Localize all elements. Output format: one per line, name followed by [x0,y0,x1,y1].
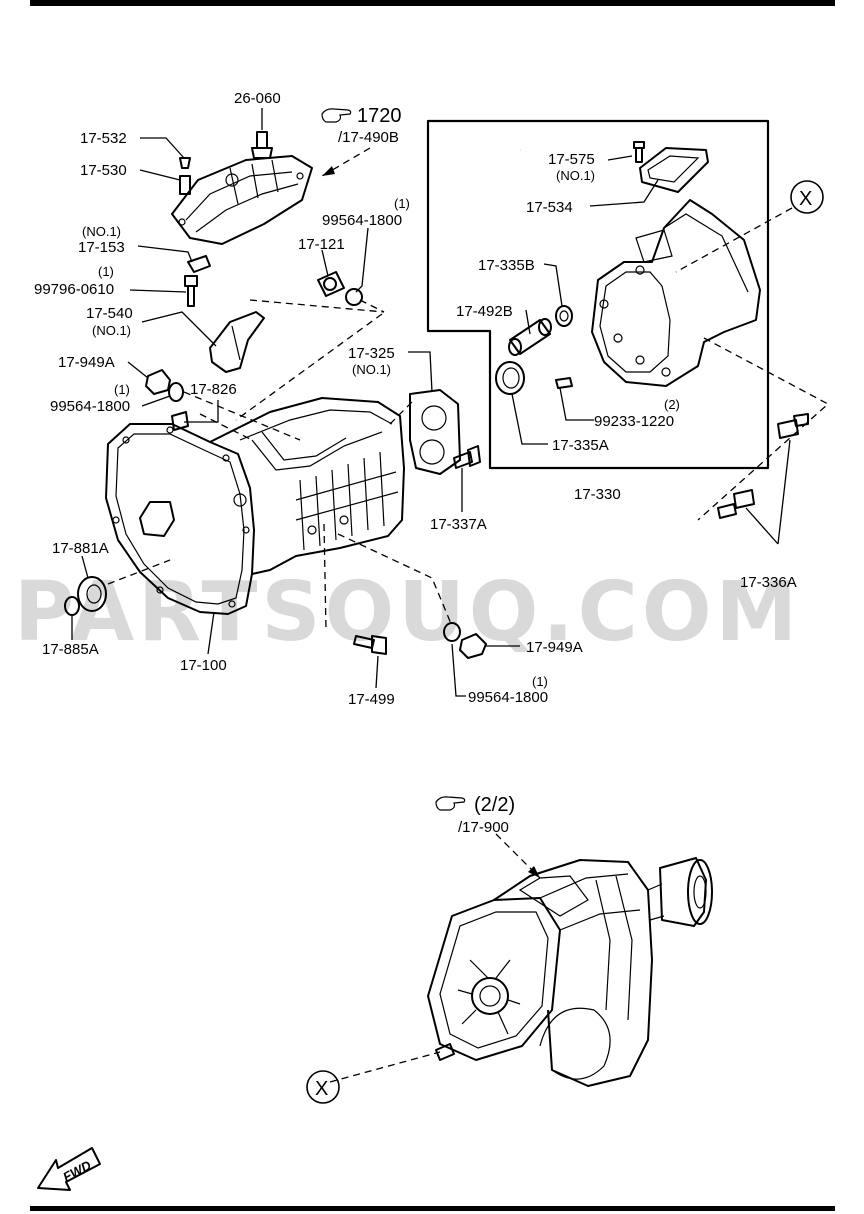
label-17-121: 17-121 [298,236,345,253]
x-marker-bottom: X [306,1070,340,1104]
label-17-335b: 17-335B [478,257,535,274]
transmission-case-17-100 [105,397,405,615]
label-26-060: 26-060 [234,90,281,107]
label-qty-2: (2) [664,397,680,412]
part-labels: 26-060 17-532 17-530 (NO.1) 17-153 (1) 9… [34,90,797,708]
watermark: PARTSOUQ.COM [14,565,801,660]
top-rule [30,0,835,6]
subassembly-box [426,119,770,470]
part-17-336a-upper [777,413,809,439]
label-no1-c: (NO.1) [352,362,391,377]
label-17-949a-lower: 17-949A [526,639,583,656]
label-17-492b: 17-492B [456,303,513,320]
part-17-337a [453,445,481,469]
extension-housing-17-330 [591,199,761,387]
label-17-325: 17-325 [348,345,395,362]
part-17-153 [187,255,211,273]
label-17-153: 17-153 [78,239,125,256]
part-17-949a-upper [145,369,171,395]
gasket-17-325 [409,389,461,475]
label-17-530: 17-530 [80,162,127,179]
label-17-100: 17-100 [180,657,227,674]
part-17-534 [639,147,709,193]
part-17-881a [77,576,107,612]
part-17-575 [633,141,645,163]
part-17-532 [179,157,191,169]
part-17-885a [64,596,80,616]
label-99796-0610: 99796-0610 [34,281,114,298]
ref-arrow-leader [321,147,371,177]
ref-code-2-2: (2/2) [474,794,515,816]
bottom-reference[interactable]: (2/2) /17-900 [435,794,515,836]
svg-text:FWD: FWD [60,1157,94,1184]
part-99796-0610 [184,275,198,307]
label-17-337a: 17-337A [430,516,487,533]
part-17-336a-lower [717,489,755,519]
label-qty-1-d: (1) [532,674,548,689]
part-17-492b [508,318,552,356]
x-marker-top: X [790,180,824,214]
svg-text:X: X [315,1078,328,1100]
washer-99564-bottom [443,622,461,642]
label-17-540: 17-540 [86,305,133,322]
label-no1-d: (NO.1) [556,168,595,183]
part-17-530 [179,175,191,195]
label-17-881a: 17-881A [52,540,109,557]
top-reference[interactable]: 1720 /17-490B [321,105,402,146]
label-17-949a-upper: 17-949A [58,354,115,371]
part-17-949a-lower [459,633,487,659]
fwd-arrow-icon: FWD [37,1147,101,1191]
ref-page-17-900: /17-900 [458,819,509,836]
top-cover [171,155,313,245]
label-no1-a: (NO.1) [82,224,121,239]
label-99564-1800-left: 99564-1800 [50,398,130,415]
label-99564-1800-mid: 99564-1800 [322,212,402,229]
part-17-335b [555,305,573,327]
leader-lines [71,108,791,697]
label-17-532: 17-532 [80,130,127,147]
label-17-575: 17-575 [548,151,595,168]
label-qty-1-a: (1) [98,264,114,279]
part-99233-1220 [555,377,573,389]
svg-text:X: X [799,188,812,210]
pointing-hand-icon [321,108,352,123]
label-17-336a: 17-336A [740,574,797,591]
part-17-335a [495,361,525,395]
ref-code-1720: 1720 [357,105,402,127]
label-99233-1220: 99233-1220 [594,413,674,430]
bottom-rule [30,1206,835,1211]
part-17-121 [317,271,345,297]
label-qty-1-b: (1) [114,382,130,397]
part-17-499 [353,635,387,655]
pointing-hand-icon [435,796,466,811]
part-26-060 [251,131,273,159]
transfer-case-assembly [427,857,713,1087]
label-17-885a: 17-885A [42,641,99,658]
label-17-826: 17-826 [190,381,237,398]
label-99564-1800-bottom: 99564-1800 [468,689,548,706]
ref-page-17-490b: /17-490B [338,129,399,146]
label-17-335a: 17-335A [552,437,609,454]
part-17-540 [209,311,265,373]
washer-99564-left [168,382,184,402]
washer-99564-mid [345,288,363,306]
label-17-534: 17-534 [526,199,573,216]
label-no1-b: (NO.1) [92,323,131,338]
label-qty-1-c: (1) [394,196,410,211]
label-17-499: 17-499 [348,691,395,708]
label-17-330: 17-330 [574,486,621,503]
